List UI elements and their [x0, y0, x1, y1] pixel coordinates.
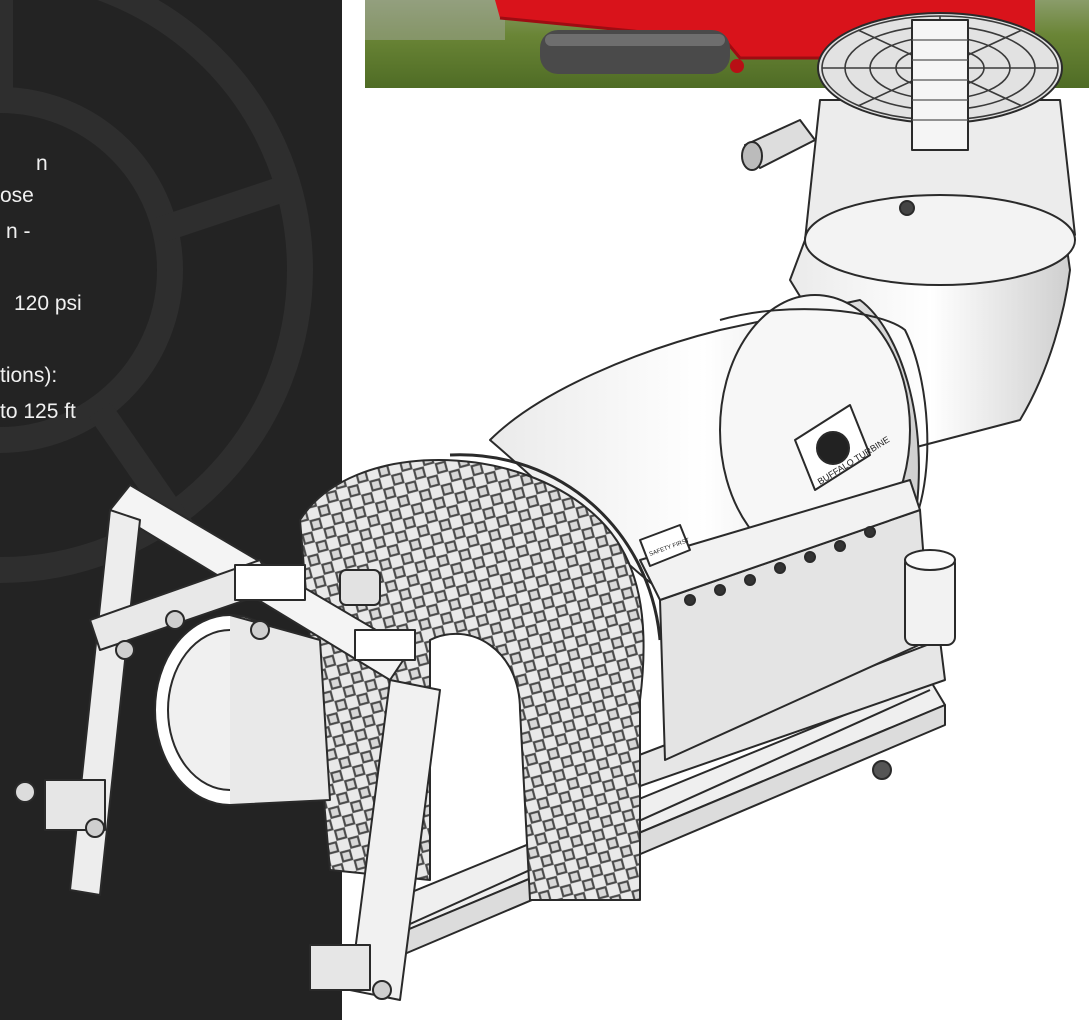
- spec-line: tions):: [0, 364, 58, 387]
- spec-line: 120 psi: [14, 292, 82, 315]
- spec-line: n: [36, 152, 48, 175]
- spec-line: to 125 ft: [0, 400, 76, 423]
- spec-panel: n ose n - 120 psi tions): to 125 ft: [0, 0, 342, 1020]
- spec-line: ose: [0, 184, 34, 207]
- spec-text: n ose n - 120 psi tions): to 125 ft: [0, 150, 342, 430]
- safety-decal: SAFETY FIRST: [639, 524, 691, 567]
- spec-line: n -: [6, 220, 31, 243]
